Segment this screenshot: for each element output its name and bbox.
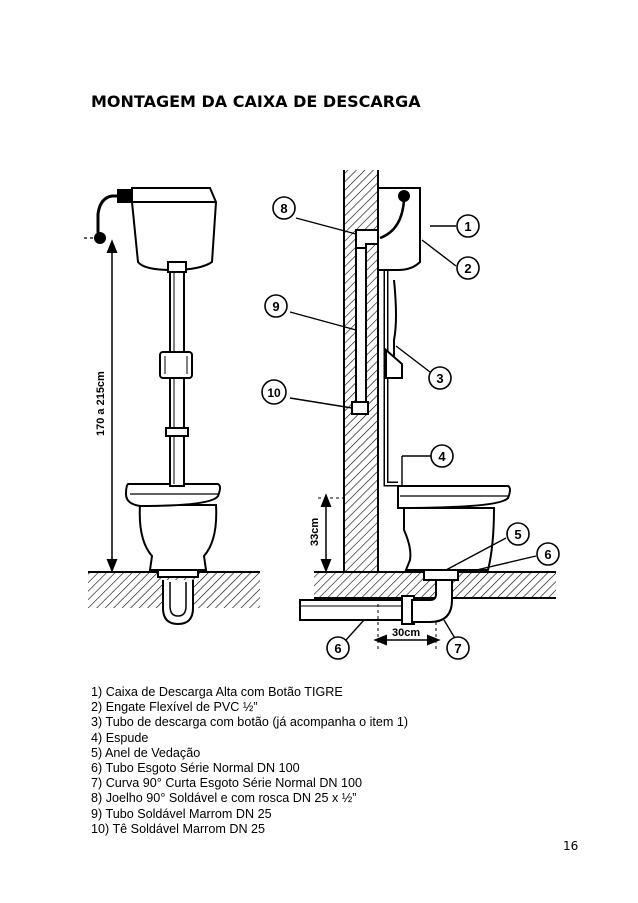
callout-4: 4 [430,444,454,468]
svg-text:7: 7 [454,641,461,656]
legend-item: 1) Caixa de Descarga Alta com Botão TIGR… [91,685,343,699]
wall-height-label: 33cm [309,518,321,546]
svg-text:10: 10 [267,386,281,400]
offset-label: 30cm [392,627,420,639]
document-title: MONTAGEM DA CAIXA DE DESCARGA [91,92,421,111]
svg-text:2: 2 [464,261,471,276]
svg-text:6: 6 [544,547,551,562]
legend-item: 6) Tubo Esgoto Série Normal DN 100 [91,761,300,776]
callout-6-floor: 6 [536,542,560,566]
legend-item: 4) Espude [91,730,149,745]
callout-3: 3 [428,366,452,390]
legend-item: 8) Joelho 90° Soldável e com rosca DN 25… [91,791,357,806]
flex-hose-left [96,194,132,234]
callout-10: 10 [261,379,287,405]
floor-drain [162,580,194,626]
svg-text:6: 6 [334,641,341,656]
height-label: 170 a 215cm [95,371,107,436]
callout-7: 7 [446,636,470,660]
callout-8: 8 [272,196,296,220]
legend-item: 7) Curva 90° Curta Esgoto Série Normal D… [91,776,363,791]
legend-item: 10) Tê Soldável Marrom DN 25 [91,821,266,836]
sewer-pipe [299,599,411,621]
svg-text:8: 8 [280,201,287,216]
legend-item: 3) Tubo de descarga com botão (já acompa… [91,715,409,730]
svg-text:3: 3 [436,371,443,386]
toilet-bowl-right [397,485,511,510]
front-view [84,187,260,626]
callout-6-pipe: 6 [326,636,350,660]
joint-90 [355,229,379,249]
cistern-left [131,187,218,272]
legend-item: 9) Tubo Soldável Marrom DN 25 [91,806,272,821]
callouts [289,217,537,641]
legend-item: 2) Engate Flexível de PVC ½” [91,700,258,715]
callout-5: 5 [506,522,530,546]
svg-text:1: 1 [464,219,471,234]
legend-item: 5) Anel de Vedação [91,745,201,760]
callout-1: 1 [456,214,480,238]
parts-legend: 1) Caixa de Descarga Alta com Botão TIGR… [91,685,408,837]
callout-9: 9 [264,294,288,318]
supply-pipe [355,237,367,407]
side-view [299,170,556,650]
page-number: 16 [563,839,579,853]
svg-text:9: 9 [272,299,279,314]
svg-text:5: 5 [514,527,521,542]
cistern-right [377,187,421,271]
svg-text:4: 4 [438,449,446,464]
toilet-bowl-left [138,504,218,571]
callout-2: 2 [456,256,480,280]
